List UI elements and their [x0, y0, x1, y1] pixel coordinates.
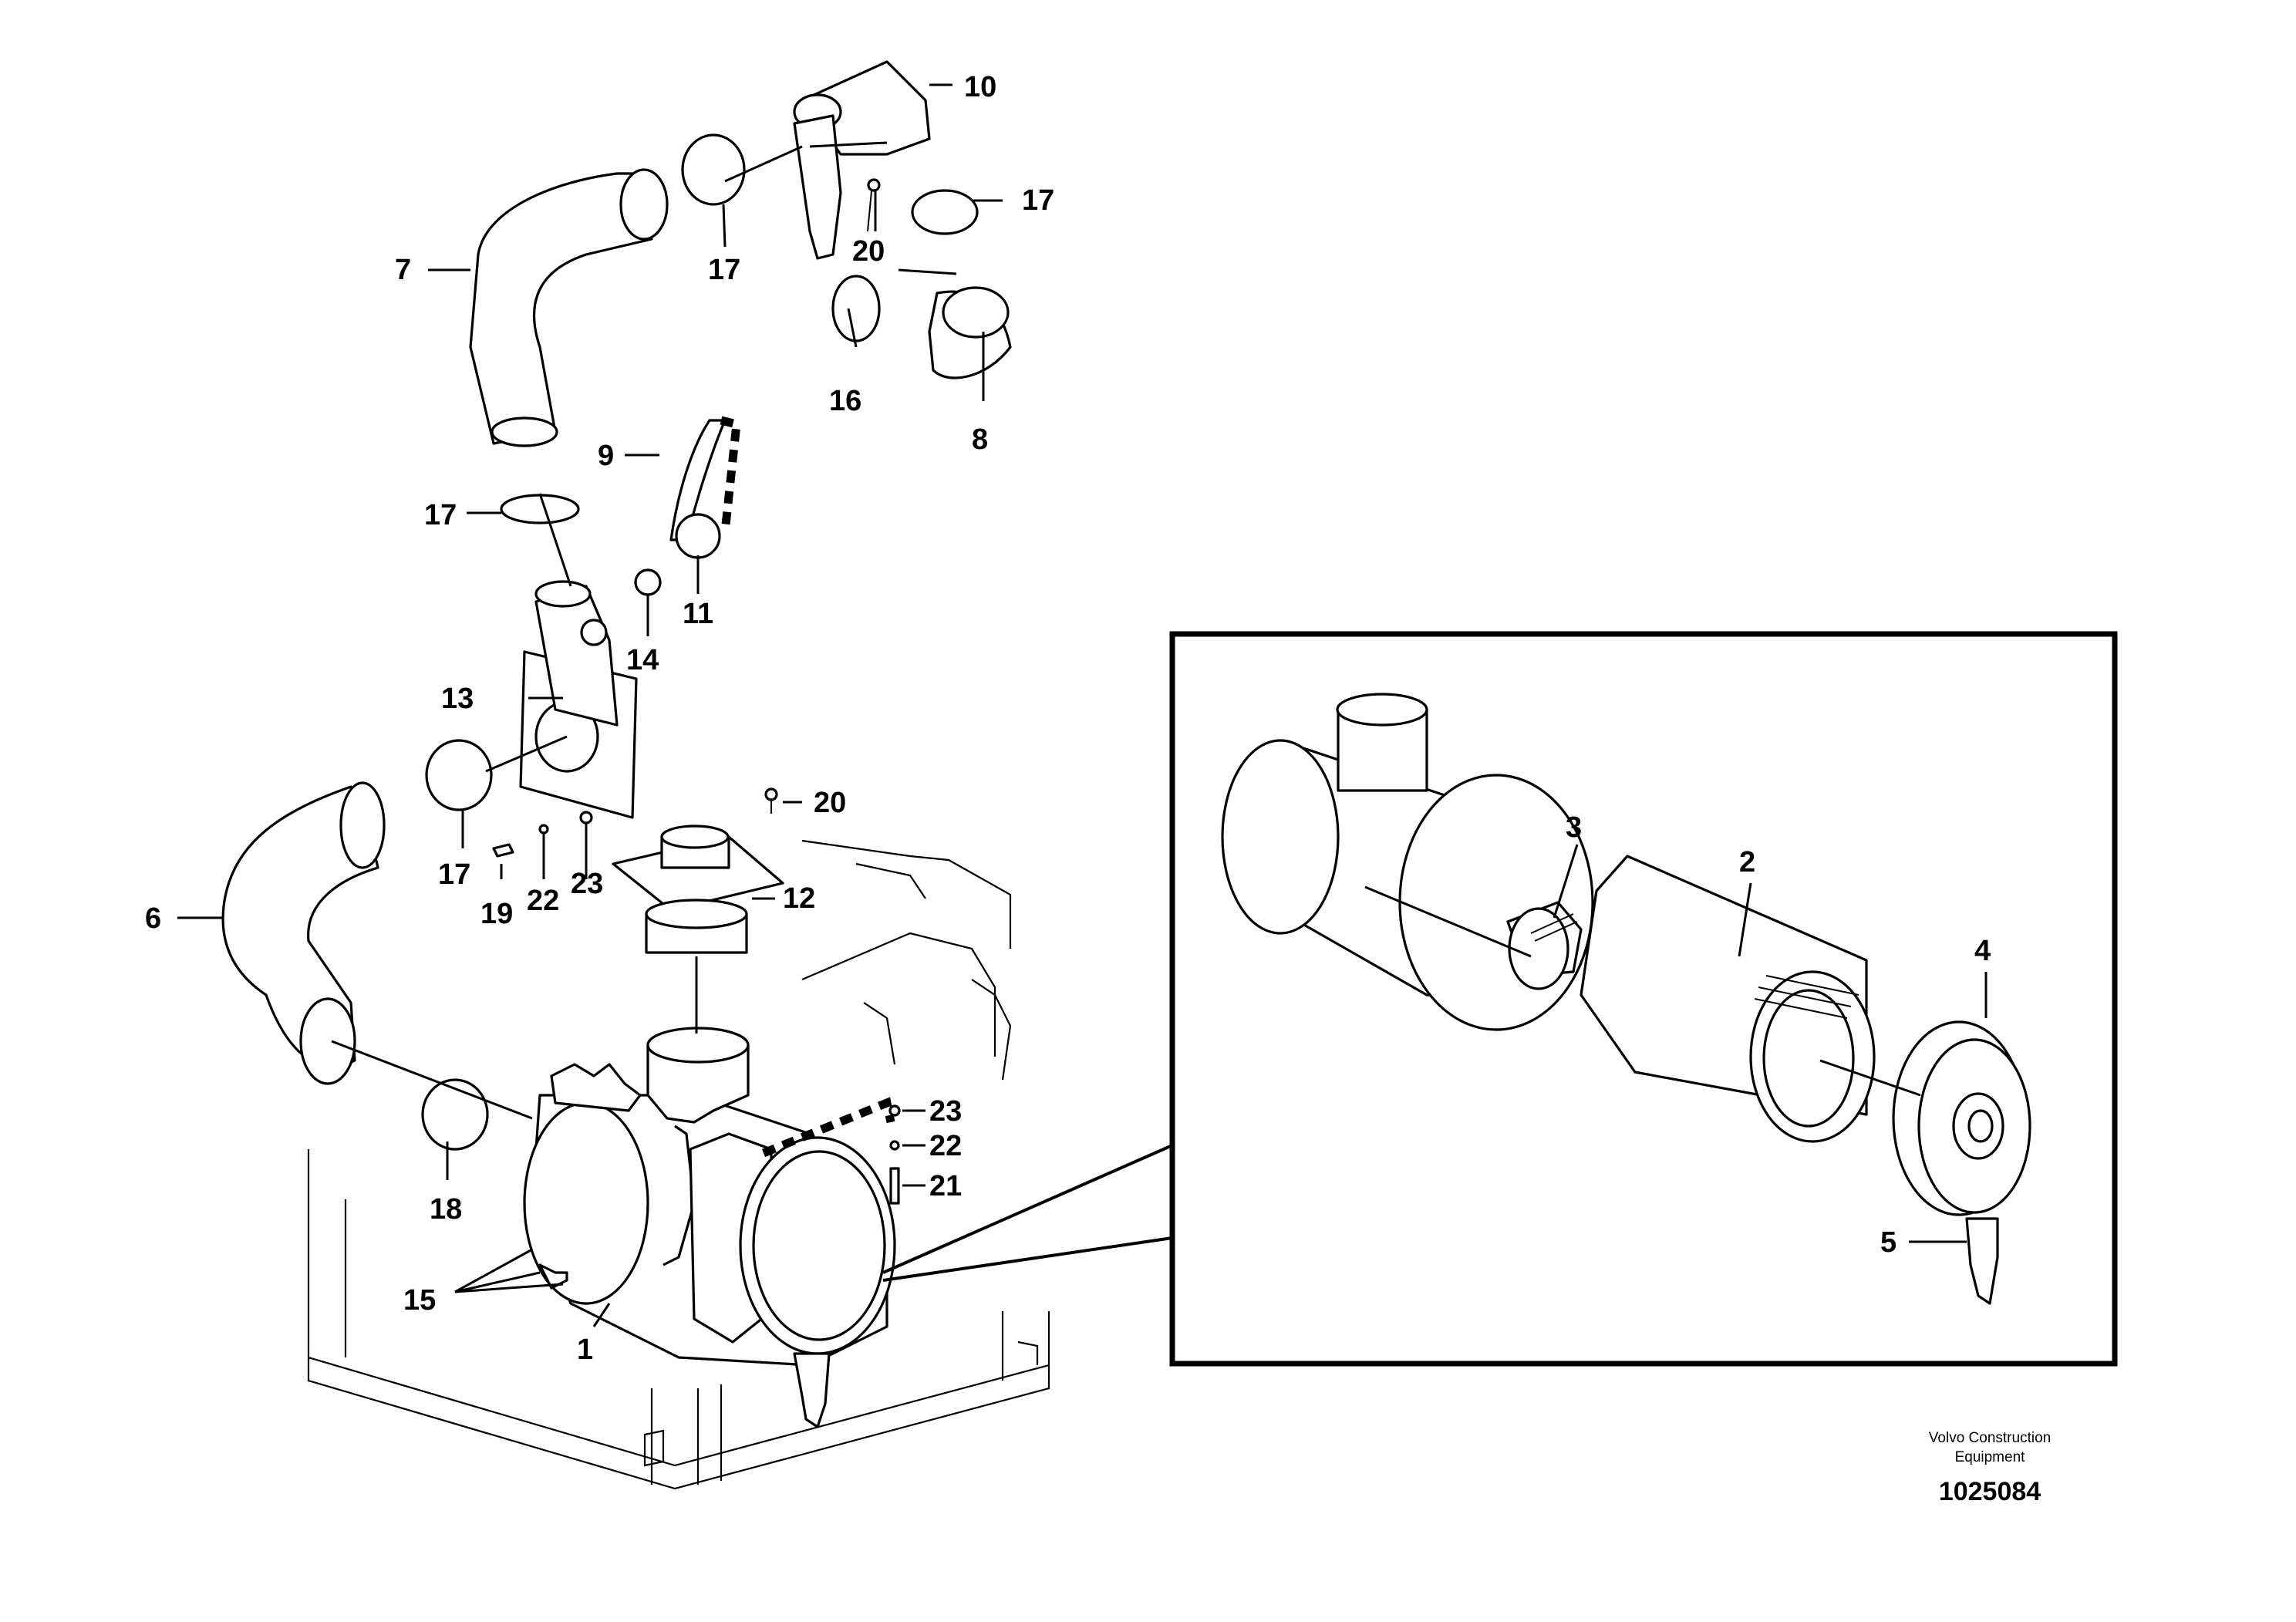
callout-7: 7 — [395, 254, 411, 286]
callout-11: 11 — [683, 598, 713, 630]
leader-lines — [177, 83, 1988, 1327]
clamps — [421, 133, 979, 1151]
footer: Volvo Construction Equipment 1025084 — [1929, 1430, 2051, 1506]
callout-4: 4 — [1974, 935, 1991, 967]
callout-labels: 10 17 20 17 7 16 8 9 17 11 14 13 20 17 1… — [145, 71, 1991, 1366]
pipe-7 — [469, 168, 669, 447]
callout-2: 2 — [1739, 846, 1755, 878]
callout-19: 19 — [480, 898, 513, 930]
callout-3: 3 — [1566, 811, 1582, 844]
callout-17-mid: 17 — [424, 499, 457, 531]
machine-frame — [307, 839, 1050, 1490]
pipe-10 — [793, 60, 931, 260]
elbow-8 — [928, 286, 1012, 379]
hose-connection-dash — [761, 1097, 895, 1158]
callout-20-mid: 20 — [814, 787, 846, 819]
document-number: 1025084 — [1939, 1477, 2041, 1506]
callout-18: 18 — [430, 1193, 462, 1226]
callout-15: 15 — [403, 1284, 436, 1317]
callout-12: 12 — [783, 882, 815, 915]
callout-23-right: 23 — [929, 1095, 962, 1128]
callout-10: 10 — [964, 71, 996, 103]
adapter-13 — [519, 580, 638, 819]
indicator-11-and-hose-9 — [580, 416, 741, 646]
callout-9: 9 — [598, 440, 614, 472]
callout-1: 1 — [577, 1334, 593, 1366]
callout-17-top: 17 — [708, 254, 740, 286]
callout-5: 5 — [1880, 1226, 1896, 1259]
callout-6: 6 — [145, 902, 161, 935]
callout-23-left: 23 — [571, 868, 603, 900]
callout-16: 16 — [829, 385, 861, 417]
callout-17-lower: 17 — [438, 858, 470, 891]
callout-13: 13 — [441, 683, 474, 715]
callout-22-right: 22 — [929, 1130, 962, 1162]
brand-line-1: Volvo Construction — [1929, 1430, 2051, 1446]
spacer-12 — [612, 824, 784, 954]
brand-line-2: Equipment — [1955, 1449, 2026, 1465]
callout-22-left: 22 — [527, 885, 559, 917]
callout-14: 14 — [626, 644, 659, 676]
callout-20-top: 20 — [852, 235, 885, 268]
callout-17-top-right: 17 — [1022, 184, 1054, 217]
callout-21: 21 — [929, 1170, 962, 1202]
air-cleaner-housing — [523, 1027, 896, 1428]
callout-8: 8 — [972, 423, 988, 456]
detail-inset — [882, 631, 2118, 1367]
pipe-6 — [221, 781, 386, 1085]
